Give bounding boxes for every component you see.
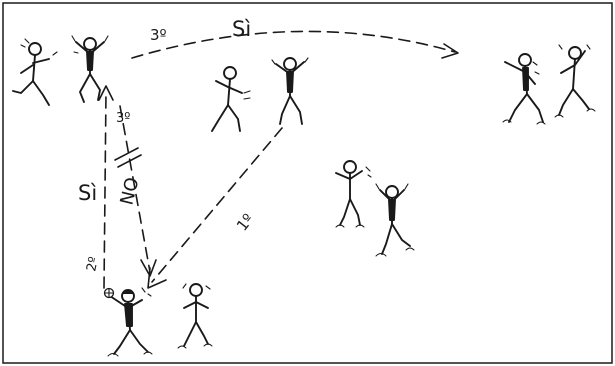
label-top-pass-number: 3º: [150, 26, 167, 44]
player-top-left-runner-icon: [12, 38, 58, 106]
player-top-left-receiver-icon: [71, 35, 109, 103]
arrow-top-pass: [131, 30, 456, 59]
player-center-runner-icon: [211, 66, 251, 132]
player-mid-right-right-icon: [375, 183, 415, 257]
arrow-top-pass-head: [441, 43, 459, 59]
label-second-pass-number: 2º: [84, 256, 102, 273]
arrow-first-pass: [151, 127, 283, 283]
label-top-pass-word: Sì: [232, 17, 251, 41]
pass-labels: 3º Sì 3º 1º Sì NO 2º: [78, 17, 257, 273]
arrow-down-pass-head: [140, 259, 157, 277]
arrow-down-pass: [119, 105, 151, 273]
player-top-right-receiver-icon: [554, 44, 596, 118]
pass-arrows: [98, 30, 459, 289]
player-bottom-teammate-icon: [177, 283, 213, 349]
player-center-passer-icon: [271, 57, 309, 125]
block-mark-1: [114, 147, 139, 161]
label-up-pass-word: Sì: [78, 181, 97, 205]
label-back-pass-number: 3º: [116, 111, 130, 126]
arrow-up-pass: [103, 91, 107, 289]
player-mid-right-left-icon: [335, 160, 372, 228]
player-bottom-ball-carrier-icon: [107, 287, 153, 357]
arrow-up-pass-head: [98, 85, 114, 101]
ball-icon-seam: [104, 288, 114, 298]
player-top-right-runner-icon: [502, 53, 546, 125]
block-mark-2: [117, 154, 142, 168]
